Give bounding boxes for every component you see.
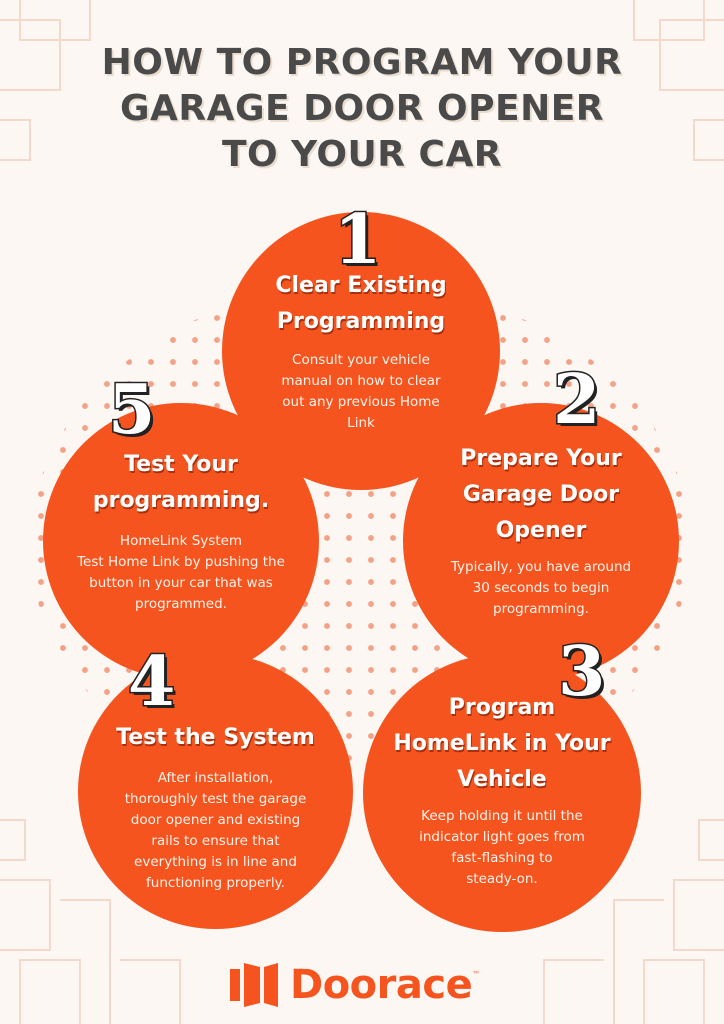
- step-2-circle: Prepare Your Garage Door Opener Typicall…: [403, 403, 679, 679]
- step-2-number: 2: [551, 360, 601, 440]
- step-5-description: HomeLink System Test Home Link by pushin…: [77, 533, 285, 612]
- step-3-circle: Program HomeLink in Your Vehicle Keep ho…: [363, 654, 641, 932]
- step-3-description: Keep holding it until the indicator ligh…: [419, 808, 585, 887]
- step-4-circle: Test the System After installation, thor…: [78, 654, 353, 929]
- step-3-title: Program HomeLink in Your Vehicle: [393, 695, 611, 792]
- brand-name: Doorace: [290, 962, 473, 1008]
- step-1-number: 1: [332, 200, 382, 280]
- step-2-description: Typically, you have around 30 seconds to…: [450, 559, 632, 617]
- step-4-title: Test the System: [116, 725, 315, 750]
- step-5-circle: Test Your programming. HomeLink System T…: [43, 403, 319, 679]
- step-1-title: Clear Existing Programming: [275, 273, 447, 334]
- brand-logo: Doorace ™: [230, 960, 480, 1010]
- door-logo-icon: [230, 963, 278, 1007]
- step-3-number: 3: [556, 632, 606, 712]
- step-5-title: Test Your programming.: [92, 452, 270, 513]
- step-4-number: 4: [126, 642, 176, 722]
- step-4-description: After installation, thoroughly test the …: [124, 770, 307, 891]
- page-title: HOW TO PROGRAM YOUR GARAGE DOOR OPENER T…: [101, 42, 623, 175]
- step-5-number: 5: [106, 370, 156, 450]
- step-1-description: Consult your vehicle manual on how to cl…: [281, 352, 441, 431]
- step-2-title: Prepare Your Garage Door Opener: [460, 446, 622, 543]
- trademark-symbol: ™: [472, 970, 481, 979]
